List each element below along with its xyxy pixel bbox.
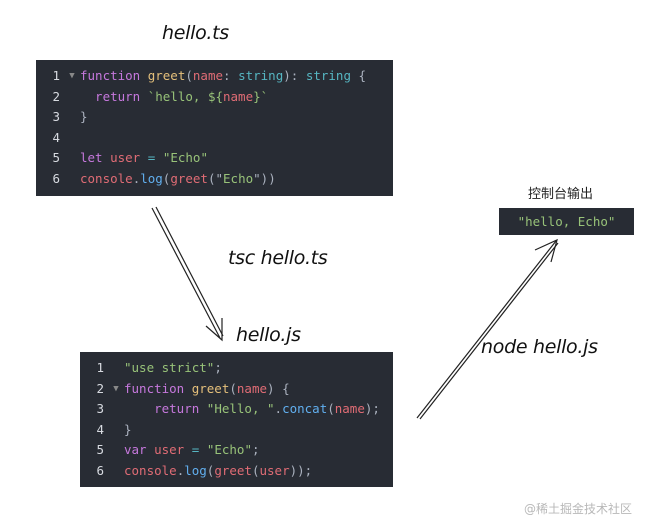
code-token: { (350, 68, 367, 83)
code-token: ; (214, 360, 222, 375)
code-token: var (124, 442, 155, 457)
code-token: user (110, 150, 148, 165)
code-token: `hello, ${ (147, 88, 223, 104)
code-line: 3} (36, 107, 393, 128)
line-number: 4 (96, 421, 104, 437)
fold-arrow-icon[interactable]: ▼ (113, 383, 119, 394)
code-token: "Echo" (162, 150, 208, 165)
code-token: ( (162, 170, 171, 186)
code-token: user (259, 462, 290, 478)
code-line: 1 ▼ function greet(name: string): string { (36, 66, 393, 87)
console-output: "hello, Echo" (499, 208, 634, 235)
code-token: (" (207, 170, 224, 186)
line-number: 2 (52, 88, 60, 104)
code-token: } (80, 109, 88, 124)
js-code-block: 1"use strict";2▼function greet(name) {3 … (80, 352, 393, 487)
code-token: ) { (267, 380, 290, 396)
line-number: 6 (96, 462, 104, 478)
code-token: log (140, 170, 163, 186)
line-number: 3 (96, 401, 104, 416)
code-line: 2 ▼ function greet(name) { (80, 379, 393, 400)
code-token: ( (251, 462, 260, 478)
run-command-label: node hello.js (481, 336, 598, 358)
code-token: . (274, 401, 283, 416)
code-token: ); (364, 401, 380, 416)
line-number: 5 (96, 442, 104, 457)
code-token: name (236, 380, 268, 396)
code-token: greet (214, 462, 252, 478)
ts-code-block: 1▼function greet(name: string): string {… (36, 60, 393, 196)
js-file-title: hello.js (236, 324, 301, 346)
code-token: = (147, 150, 163, 165)
code-token: Echo (223, 170, 254, 186)
code-token: string (305, 68, 351, 83)
line-number: 3 (52, 109, 60, 124)
code-token: ( (206, 462, 215, 478)
code-token: "Echo" (206, 442, 252, 457)
code-token: name (223, 88, 254, 104)
line-number: 6 (52, 170, 60, 186)
compile-command-label: tsc hello.ts (228, 247, 328, 269)
code-token: greet (191, 380, 230, 396)
line-number: 1 (96, 360, 104, 375)
fold-arrow-icon[interactable]: ▼ (69, 71, 75, 81)
compile-arrow (151, 206, 224, 342)
code-token: string (238, 68, 284, 83)
code-token: greet (170, 170, 208, 186)
code-token: . (176, 462, 185, 478)
watermark: @稀土掘金技术社区 (524, 502, 633, 516)
code-token: ( (327, 401, 335, 416)
code-token: user (154, 442, 192, 457)
code-line: 6 console.log(greet("Echo")) (36, 169, 393, 190)
code-token: console (80, 170, 133, 186)
code-token: name (192, 68, 224, 83)
code-line: 5 let user = "Echo" (36, 148, 393, 169)
code-token: ): (283, 68, 306, 83)
console-title: 控制台输出 (528, 187, 594, 202)
code-token: : (223, 68, 239, 83)
code-line: 4 (36, 128, 393, 149)
code-token: }` (253, 88, 269, 104)
code-token: log (184, 462, 207, 478)
code-token: "Hello, " (206, 401, 275, 416)
code-token: ; (251, 442, 260, 457)
code-token: ")) (253, 170, 276, 186)
code-line: 1 "use strict"; (80, 358, 393, 379)
code-token: let (80, 150, 111, 165)
code-line: 4} (80, 420, 393, 441)
code-token: name (334, 401, 365, 416)
code-token: "use strict" (124, 360, 215, 375)
code-token: return (124, 401, 207, 416)
code-token: concat (282, 401, 328, 416)
line-number: 5 (52, 150, 60, 165)
line-number: 1 (52, 68, 60, 83)
ts-file-title: hello.ts (162, 22, 229, 44)
code-token: greet (147, 68, 186, 83)
code-token: . (132, 170, 141, 186)
code-token: )); (289, 462, 313, 478)
code-line: 5 var user = "Echo"; (80, 440, 393, 461)
line-number: 2 (96, 380, 104, 396)
code-token: ( (229, 380, 237, 396)
code-token: ( (185, 68, 193, 83)
code-token: return (80, 88, 148, 104)
code-token: function (80, 68, 148, 83)
code-token: } (124, 421, 132, 437)
code-token: function (124, 380, 192, 396)
code-line: 2 return `hello, ${name}` (36, 87, 393, 108)
code-token: console (124, 462, 177, 478)
run-arrow (416, 238, 559, 420)
line-number: 4 (52, 129, 60, 145)
code-token: = (191, 442, 207, 457)
code-line: 3 return "Hello, ".concat(name); (80, 399, 393, 420)
